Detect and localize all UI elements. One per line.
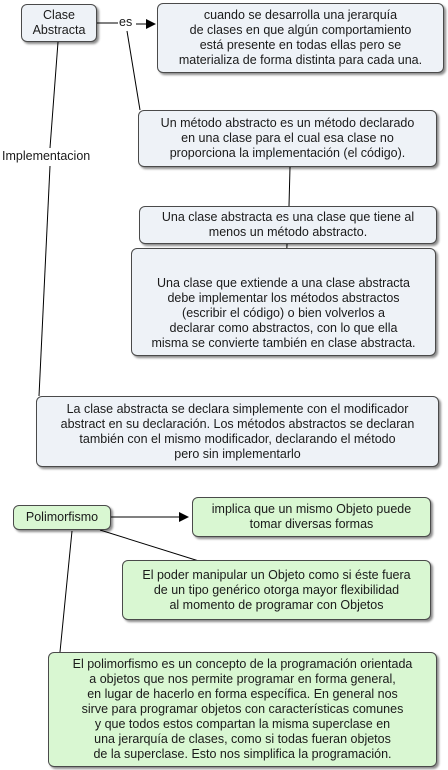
clase-abstracta-definition-node[interactable]: cuando se desarrolla una jerarquía de cl… xyxy=(157,3,444,73)
link-line xyxy=(49,41,59,149)
metodo-abstracto-node[interactable]: Un método abstracto es un método declara… xyxy=(138,110,437,167)
link-line xyxy=(59,530,73,653)
es-link-label: es xyxy=(118,15,134,30)
polimorfismo-implica-node[interactable]: implica que un mismo Objeto puede tomar … xyxy=(192,497,431,537)
polimorfismo-node[interactable]: Polimorfismo xyxy=(13,505,111,530)
link-line xyxy=(38,165,51,397)
polimorfismo-poder-node[interactable]: El poder manipular un Objeto como si ést… xyxy=(122,560,431,620)
clase-abstracta-node[interactable]: Clase Abstracta xyxy=(21,4,97,42)
polimorfismo-concepto-node[interactable]: El polimorfismo es un concepto de la pro… xyxy=(48,652,437,767)
implementacion-link-label: Implementacion xyxy=(1,149,92,164)
link-line xyxy=(126,30,141,111)
clase-extiende-node[interactable]: Una clase que extiende a una clase abstr… xyxy=(131,248,436,356)
declaracion-node[interactable]: La clase abstracta se declara simplement… xyxy=(36,396,439,467)
clase-abstracta-definition2-node[interactable]: Una clase abstracta es una clase que tie… xyxy=(139,206,437,244)
link-line xyxy=(288,166,291,207)
